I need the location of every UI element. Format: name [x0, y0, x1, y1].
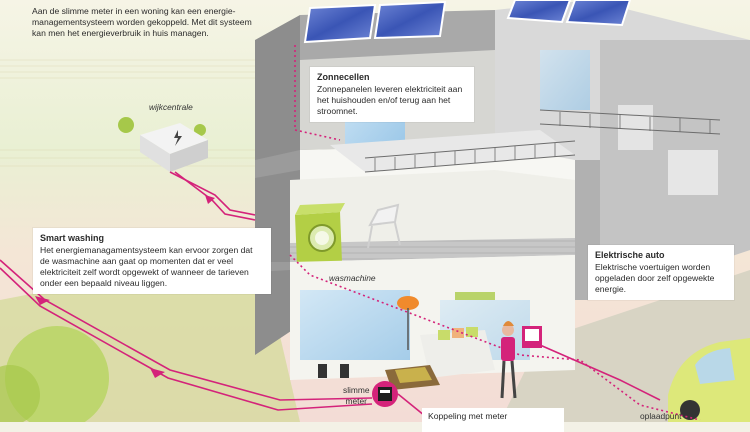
floor-lamp [397, 296, 419, 350]
callout-smart-washing: Smart washing Het energiemanagamentsyste… [33, 228, 271, 294]
resident-figure [500, 321, 517, 399]
slimme-meter-label: slimme meter [343, 385, 370, 407]
callout-koppeling: Koppeling met meter [422, 408, 564, 432]
plant-pot [318, 364, 327, 378]
bush [194, 124, 206, 136]
smart-meter-device [372, 381, 398, 407]
plant-pot [340, 364, 349, 378]
energy-control-panel [522, 326, 542, 348]
intro-text: Aan de slimme meter in een woning kan ee… [32, 6, 252, 38]
callout-title: Zonnecellen [317, 72, 370, 82]
bush [0, 365, 40, 422]
callout-title: Smart washing [40, 233, 105, 243]
callout-elektrische-auto: Elektrische auto Elektrische voertuigen … [588, 245, 734, 300]
slimme-meter-label-line1: slimme [343, 385, 370, 395]
electric-car [668, 338, 750, 422]
solar-panels-main [303, 0, 447, 44]
callout-title: Elektrische auto [595, 250, 665, 260]
bush [118, 117, 134, 133]
callout-text: Elektrische voertuigen worden opgeladen … [595, 262, 715, 294]
callout-zonnecellen: Zonnecellen Zonnepanelen leveren elektri… [310, 67, 474, 122]
solar-panels-right [506, 0, 632, 27]
callout-title: Koppeling met meter [428, 411, 508, 421]
callout-text: Het energiemanagamentsysteem kan ervoor … [40, 245, 253, 288]
smart-home-illustration [0, 0, 750, 422]
wasmachine-label: wasmachine [329, 273, 376, 283]
slimme-meter-label-line2: meter [345, 396, 367, 406]
chair [367, 203, 401, 249]
callout-text: Zonnepanelen leveren elektriciteit aan h… [317, 84, 463, 116]
laadpunt-label: oplaadpunt [640, 411, 682, 421]
sofa [420, 327, 495, 378]
washing-machine [295, 203, 345, 265]
wijkcentrale-label: wijkcentrale [149, 102, 193, 112]
substation-box [140, 123, 208, 172]
power-lines [0, 45, 701, 421]
